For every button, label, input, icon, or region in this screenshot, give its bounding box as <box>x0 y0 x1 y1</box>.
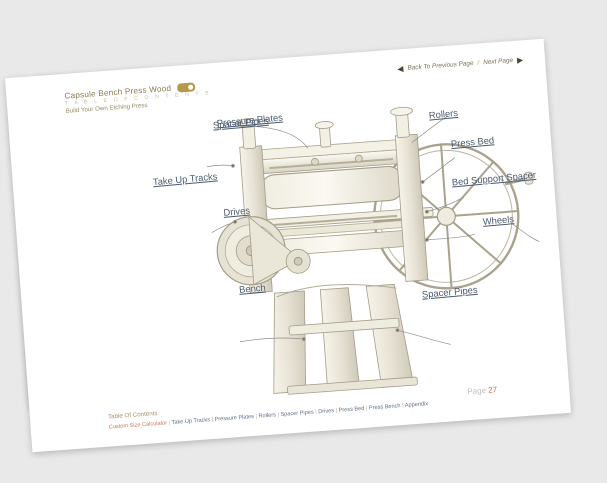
page-label: Page <box>467 385 487 397</box>
footer-separator: | <box>277 411 280 418</box>
footer-separator: | <box>365 405 368 412</box>
brand-header: Capsule Bench Press Wood T A B L E O F C… <box>64 81 212 115</box>
footer-link-rollers[interactable]: Rollers <box>258 411 277 420</box>
page-number: Page 27 <box>467 385 497 396</box>
back-to-previous-page-link[interactable]: Back To Previous Page <box>407 59 474 72</box>
footer-link-drives[interactable]: Drives <box>318 407 335 415</box>
etching-press-illustration <box>202 106 540 395</box>
previous-page-triangle-icon[interactable] <box>397 65 404 72</box>
next-page-triangle-icon[interactable] <box>516 56 524 64</box>
page-navigation[interactable]: Back To Previous Page / Next Page <box>397 56 524 72</box>
footer-separator: | <box>314 408 317 415</box>
next-page-link[interactable]: Next Page <box>483 57 514 67</box>
footer-link-appendix[interactable]: Appendix <box>404 400 429 409</box>
footer-link-spacer-pipes[interactable]: Spacer Pipes <box>280 409 314 418</box>
footer-separator: | <box>211 416 214 423</box>
footer-link-take-up-tracks[interactable]: Take Up Tracks <box>171 416 211 426</box>
footer-separator: | <box>168 419 171 426</box>
footer-link-press-bench[interactable]: Press Bench <box>368 402 401 412</box>
capsule-logo-icon <box>176 82 196 93</box>
footer-separator: | <box>335 407 338 414</box>
footer-separator: | <box>255 413 258 420</box>
illustration-page-sheet: Capsule Bench Press Wood T A B L E O F C… <box>4 38 572 453</box>
page-number-value: 27 <box>487 385 498 395</box>
footer-link-pressure-plates[interactable]: Pressure Plates <box>214 413 255 423</box>
footer-separator: | <box>401 402 404 409</box>
footer-link-press-bed[interactable]: Press Bed <box>338 405 365 414</box>
nav-separator: / <box>477 59 480 67</box>
